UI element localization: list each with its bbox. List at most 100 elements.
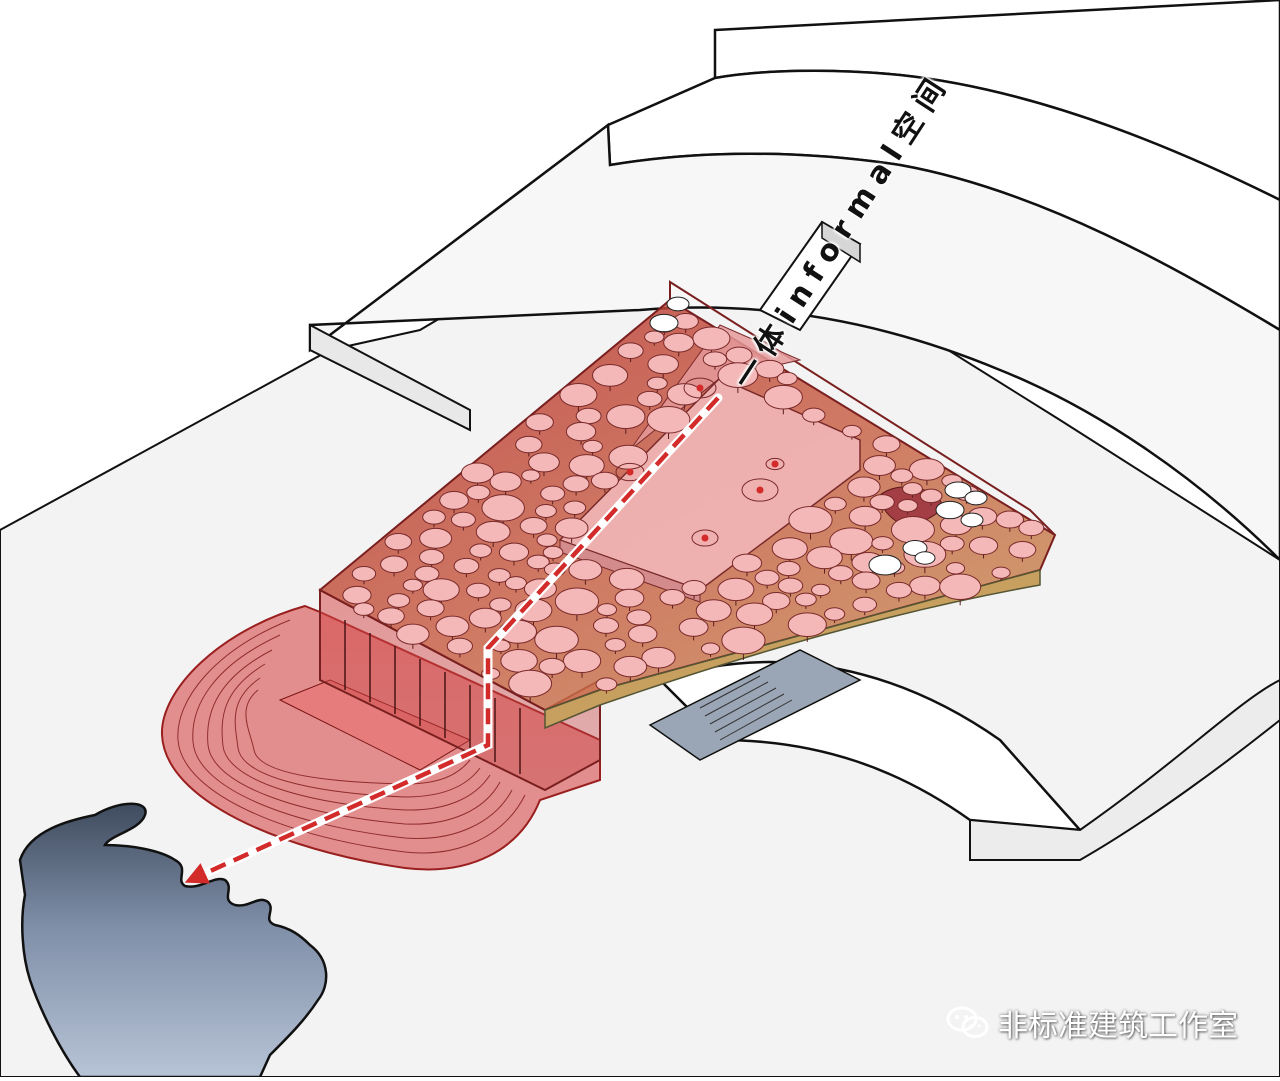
seating-cluster: [696, 384, 704, 392]
canopy-disc: [604, 637, 627, 652]
canopy-disc: [754, 569, 780, 586]
canopy-disc: [678, 617, 709, 637]
canopy-disc: [695, 599, 732, 622]
canopy-disc: [897, 499, 919, 513]
canopy-disc: [885, 581, 913, 599]
canopy-disc: [521, 469, 541, 482]
canopy-disc: [487, 568, 511, 583]
canopy-disc: [435, 615, 470, 638]
canopy-disc: [847, 476, 881, 498]
canopy-disc: [902, 482, 923, 496]
canopy-disc: [788, 505, 833, 534]
canopy-disc: [890, 468, 914, 483]
canopy-disc: [469, 543, 493, 558]
canopy-disc: [890, 515, 935, 544]
canopy-disc-white: [935, 500, 965, 520]
stair-slot: [648, 649, 862, 761]
canopy-disc: [562, 475, 590, 493]
canopy-disc: [681, 580, 707, 597]
canopy-disc: [475, 520, 511, 543]
canopy-disc: [646, 376, 668, 390]
canopy-disc: [627, 624, 658, 644]
canopy-disc: [450, 511, 476, 528]
canopy-disc: [418, 548, 445, 566]
canopy-disc: [763, 384, 803, 410]
canopy-disc: [416, 599, 445, 618]
canopy-disc: [498, 542, 530, 562]
canopy-disc: [380, 555, 408, 574]
canopy-disc: [590, 471, 619, 490]
canopy-disc: [717, 577, 755, 602]
canopy-disc: [439, 491, 469, 510]
canopy-disc: [422, 509, 446, 525]
canopy-disc: [787, 612, 827, 638]
canopy-disc: [692, 326, 731, 351]
canopy-disc-white: [666, 296, 690, 312]
canopy-disc: [596, 603, 618, 617]
canopy-disc: [608, 567, 645, 591]
canopy-disc: [1018, 519, 1045, 537]
canopy-disc: [402, 578, 423, 592]
canopy-disc: [387, 593, 411, 608]
seating-cluster: [626, 468, 634, 476]
canopy-disc: [637, 390, 663, 407]
canopy-disc: [414, 565, 440, 582]
canopy-disc: [991, 566, 1011, 579]
canopy-disc: [528, 452, 560, 473]
canopy-disc: [396, 623, 430, 645]
canopy-disc: [466, 582, 491, 599]
canopy-disc: [842, 424, 862, 438]
canopy-disc: [647, 354, 679, 375]
canopy-disc: [777, 577, 804, 594]
canopy-disc: [735, 602, 774, 626]
canopy-disc: [823, 496, 847, 512]
canopy-disc: [939, 535, 965, 552]
wechat-icon: [946, 1006, 989, 1038]
canopy-disc: [848, 505, 882, 527]
canopy-disc: [811, 583, 831, 597]
canopy-disc-white: [944, 481, 972, 499]
watermark-text: 非标准建筑工作室: [998, 1009, 1238, 1044]
canopy-disc: [453, 557, 480, 575]
canopy-disc: [862, 455, 896, 476]
canopy-disc: [351, 565, 377, 582]
canopy-disc: [614, 588, 645, 608]
canopy-disc: [794, 592, 817, 607]
canopy-disc: [563, 500, 587, 516]
canopy-disc: [871, 536, 894, 551]
canopy-disc: [995, 510, 1025, 529]
canopy-disc: [377, 607, 405, 625]
canopy-disc: [939, 573, 982, 601]
building-columns: [344, 620, 521, 774]
curved-ramp-face: [969, 678, 1280, 861]
canopy-disc: [595, 677, 618, 692]
canopy-ring: [683, 377, 717, 399]
canopy-disc: [1008, 541, 1037, 559]
canopy-disc: [663, 332, 695, 353]
canopy-disc: [717, 362, 759, 388]
canopy-disc: [613, 655, 648, 678]
canopy-disc: [582, 439, 603, 454]
canopy-disc: [481, 494, 525, 522]
canopy-disc: [559, 383, 598, 408]
north-bridge-side: [821, 220, 861, 264]
canopy-disc: [489, 597, 512, 612]
canopy-disc: [617, 342, 644, 360]
canopy-disc: [489, 471, 522, 492]
canopy-disc: [666, 383, 702, 406]
canopy-disc: [419, 527, 453, 549]
canopy-disc-white: [964, 490, 988, 506]
canopy-disc: [762, 592, 791, 610]
canopy-disc: [422, 578, 460, 602]
canopy-disc: [538, 657, 566, 675]
canopy-disc: [872, 435, 901, 454]
canopy-disc: [702, 351, 728, 367]
canopy-disc: [554, 517, 589, 539]
canopy-disc: [534, 503, 557, 518]
canopy-disc: [466, 484, 491, 501]
canopy-disc: [852, 596, 878, 613]
canopy-disc: [342, 585, 372, 605]
canopy-disc: [468, 607, 502, 629]
canopy-disc: [508, 669, 553, 698]
